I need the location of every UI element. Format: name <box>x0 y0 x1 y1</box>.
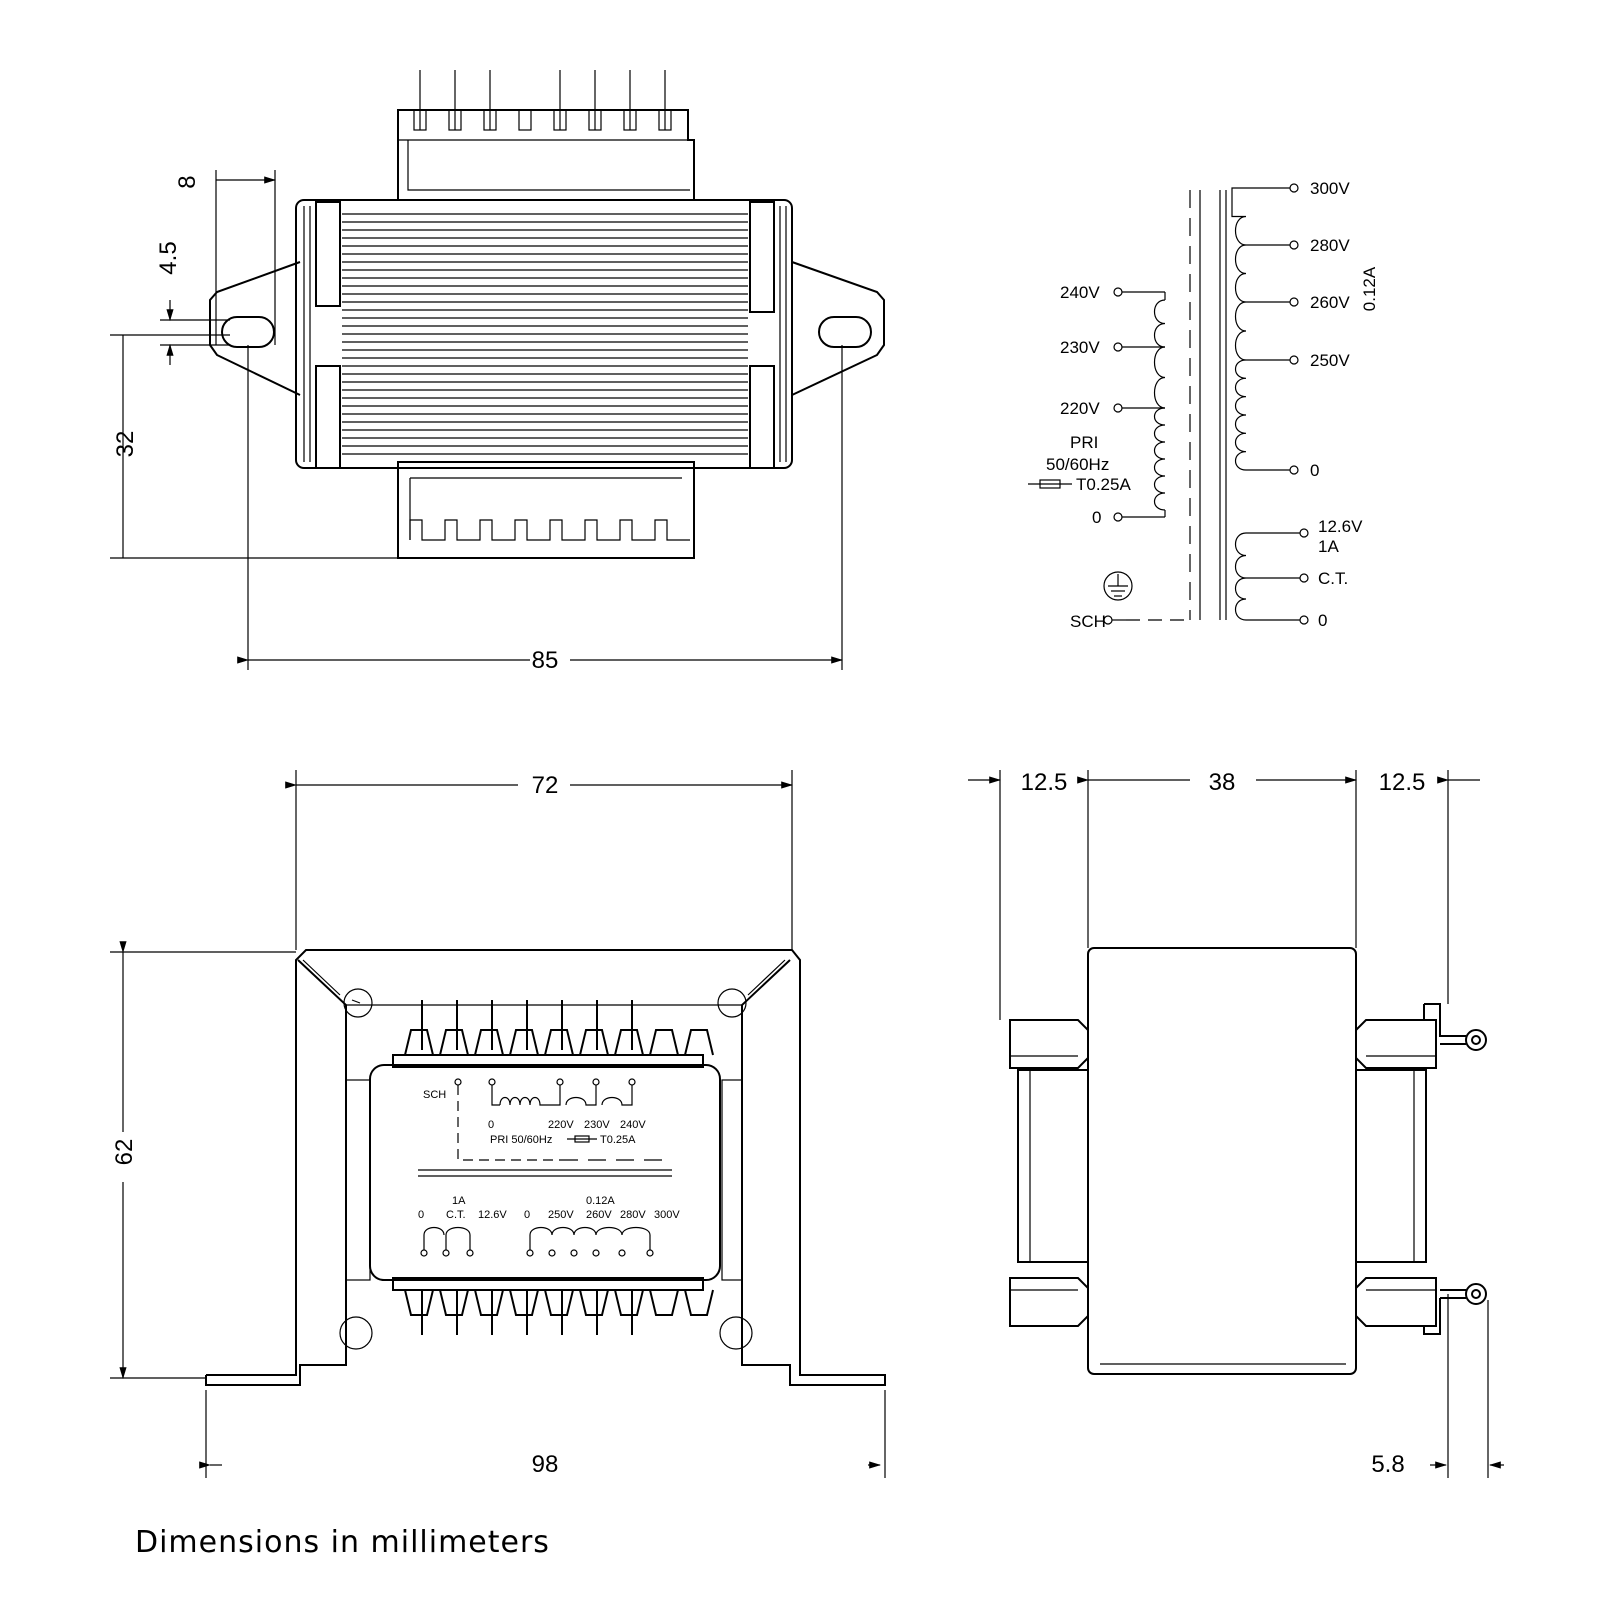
dim-top-height: 8 <box>174 175 201 188</box>
plate-ht-current: 0.12A <box>586 1195 615 1207</box>
pri-freq: 50/60Hz <box>1046 455 1109 474</box>
core-laminations <box>303 206 787 462</box>
dim-side-flange-left: 12.5 <box>1021 769 1068 796</box>
plate-lt-current: 1A <box>452 1195 466 1207</box>
left-slot <box>221 316 275 348</box>
front-bottom-pins <box>404 1289 714 1335</box>
bottom-terminal-strip <box>397 461 695 559</box>
top-pins <box>419 70 666 130</box>
lt-voltage: 12.6V <box>1318 517 1363 536</box>
footer-note: Dimensions in millimeters <box>135 1525 550 1560</box>
dim-front-width: 72 <box>532 772 559 799</box>
ht-current: 0.12A <box>1360 266 1379 311</box>
dim-terminal-depth: 5.8 <box>1371 1451 1404 1478</box>
side-terminal-top <box>1423 1003 1487 1051</box>
plate-sec-12v6: 12.6V <box>478 1209 507 1221</box>
right-ear <box>791 261 885 396</box>
dim-side-core: 38 <box>1209 769 1236 796</box>
lt-center-tap: C.T. <box>1318 569 1348 588</box>
lt-current: 1A <box>1318 537 1339 556</box>
front-top-strip <box>392 1054 704 1068</box>
front-top-pins <box>404 1000 714 1056</box>
front-bracket-right <box>206 949 886 1386</box>
ht-tap-250: 250V <box>1310 351 1350 370</box>
plate-sec-250: 250V <box>548 1209 574 1221</box>
side-flange-br <box>1355 1277 1437 1327</box>
front-bottom-strip <box>392 1277 704 1291</box>
plate-pri-240: 240V <box>620 1119 646 1131</box>
side-view: 12.5 38 12.5 5.8 <box>968 769 1504 1478</box>
ht-tap-280: 280V <box>1310 236 1350 255</box>
ht-tap-0: 0 <box>1310 461 1319 480</box>
plate-pri-0: 0 <box>488 1119 494 1131</box>
right-slot <box>818 316 872 348</box>
top-terminal-strip <box>397 109 695 201</box>
pri-label: PRI <box>1070 433 1098 452</box>
plate-sec-300: 300V <box>654 1209 680 1221</box>
label-plate <box>369 1064 721 1281</box>
side-flange-bl <box>1009 1277 1089 1327</box>
side-terminal-bottom <box>1423 1283 1487 1335</box>
plate-sec-280: 280V <box>620 1209 646 1221</box>
front-bracket-left <box>205 959 347 1386</box>
plate-pri-220: 220V <box>548 1119 574 1131</box>
plate-sec-ct: C.T. <box>446 1209 466 1221</box>
dim-slot-width: 4.5 <box>155 241 182 274</box>
front-dim-lines <box>110 770 886 1478</box>
side-coil-left <box>1017 1069 1089 1263</box>
lt-zero: 0 <box>1318 611 1327 630</box>
plate-sec-260: 260V <box>586 1209 612 1221</box>
side-dim-lines <box>968 770 1504 1478</box>
side-flange-tr <box>1355 1019 1437 1069</box>
pri-tap-230: 230V <box>1060 338 1100 357</box>
ht-tap-260: 260V <box>1310 293 1350 312</box>
pri-tap-220: 220V <box>1060 399 1100 418</box>
pri-tap-0: 0 <box>1092 508 1101 527</box>
side-flange-tl <box>1009 1019 1089 1069</box>
sch-screen-label: SCH <box>1070 612 1106 631</box>
pri-tap-240: 240V <box>1060 283 1100 302</box>
fuse-icon <box>1028 479 1072 489</box>
dim-side-flange-right: 12.5 <box>1379 769 1426 796</box>
plate-sch: SCH <box>423 1089 446 1101</box>
dim-front-height: 62 <box>111 1139 138 1166</box>
front-view: SCH 0 220V 230V 240V PRI 50/60Hz T0.25A … <box>110 770 886 1478</box>
side-coil-right <box>1355 1069 1427 1263</box>
dim-top-length: 85 <box>532 647 559 674</box>
ht-tap-300: 300V <box>1310 179 1350 198</box>
dim-base-length: 98 <box>532 1451 559 1478</box>
core-body <box>295 199 793 469</box>
left-ear <box>209 261 301 396</box>
schematic: SCH 240V 230V 220V 0 PRI 50/60Hz T0.25A <box>1028 179 1379 631</box>
top-dim-lines <box>110 170 844 670</box>
side-core <box>1087 947 1357 1375</box>
label-plate-content: SCH 0 220V 230V 240V PRI 50/60Hz T0.25A … <box>418 1078 680 1257</box>
dim-mount-offset: 32 <box>112 431 139 458</box>
plate-sec-0: 0 <box>418 1209 424 1221</box>
core-lines <box>1189 190 1227 620</box>
plate-pri-info: PRI 50/60Hz <box>490 1134 552 1146</box>
plate-pri-230: 230V <box>584 1119 610 1131</box>
plate-sec-0b: 0 <box>524 1209 530 1221</box>
ground-icon <box>1103 571 1133 601</box>
plate-pri-fuse: T0.25A <box>600 1134 636 1146</box>
plate-fuse-icon <box>567 1135 597 1143</box>
core-clamps <box>315 201 775 469</box>
top-view: 8 4.5 32 85 <box>110 70 885 674</box>
pri-fuse: T0.25A <box>1076 475 1131 494</box>
